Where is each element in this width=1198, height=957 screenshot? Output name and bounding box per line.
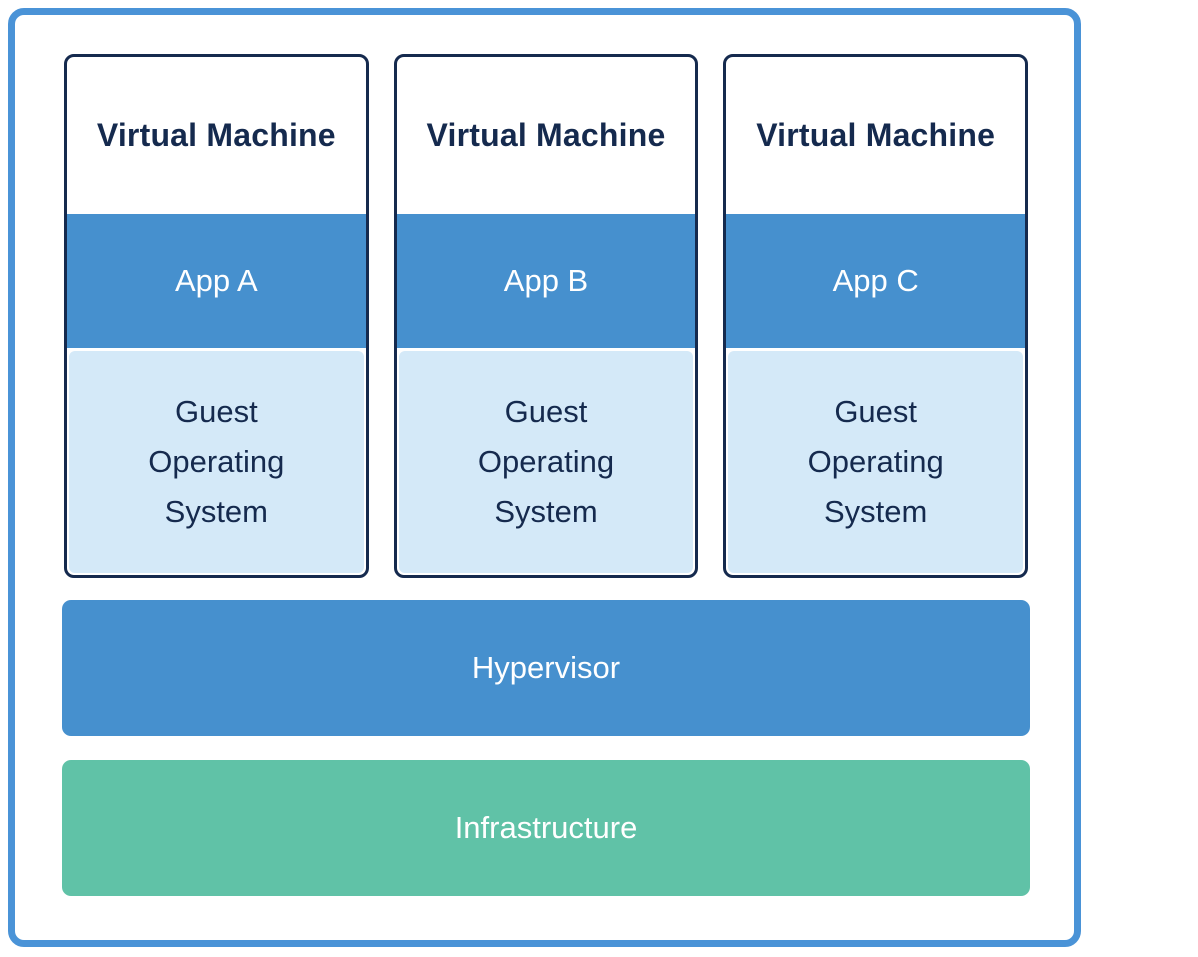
diagram-outer-frame: Virtual Machine App A Guest Operating Sy…: [8, 8, 1081, 947]
infrastructure-bar: Infrastructure: [62, 760, 1030, 896]
vm-title: Virtual Machine: [96, 117, 336, 153]
vm-card-1: Virtual Machine App A Guest Operating Sy…: [64, 54, 369, 578]
guest-os-label: Guest Operating System: [807, 394, 944, 529]
app-band: App B: [396, 214, 696, 348]
hypervisor-bar: Hypervisor: [62, 600, 1030, 736]
guest-os-panel: Guest Operating System: [398, 351, 694, 573]
app-band: App C: [726, 214, 1026, 348]
guest-os-panel: Guest Operating System: [69, 351, 364, 573]
app-band: App A: [67, 214, 366, 348]
vm-title: Virtual Machine: [426, 117, 666, 153]
guest-os-label: Guest Operating System: [148, 394, 285, 529]
guest-os-panel: Guest Operating System: [728, 351, 1024, 573]
guest-os-label: Guest Operating System: [477, 394, 615, 529]
vm-title: Virtual Machine: [756, 117, 996, 153]
vm-card-2: Virtual Machine App B Guest Operating Sy…: [393, 54, 699, 578]
vm-row: Virtual Machine App A Guest Operating Sy…: [64, 54, 1029, 578]
vm-card-3: Virtual Machine App C Guest Operating Sy…: [723, 54, 1029, 578]
